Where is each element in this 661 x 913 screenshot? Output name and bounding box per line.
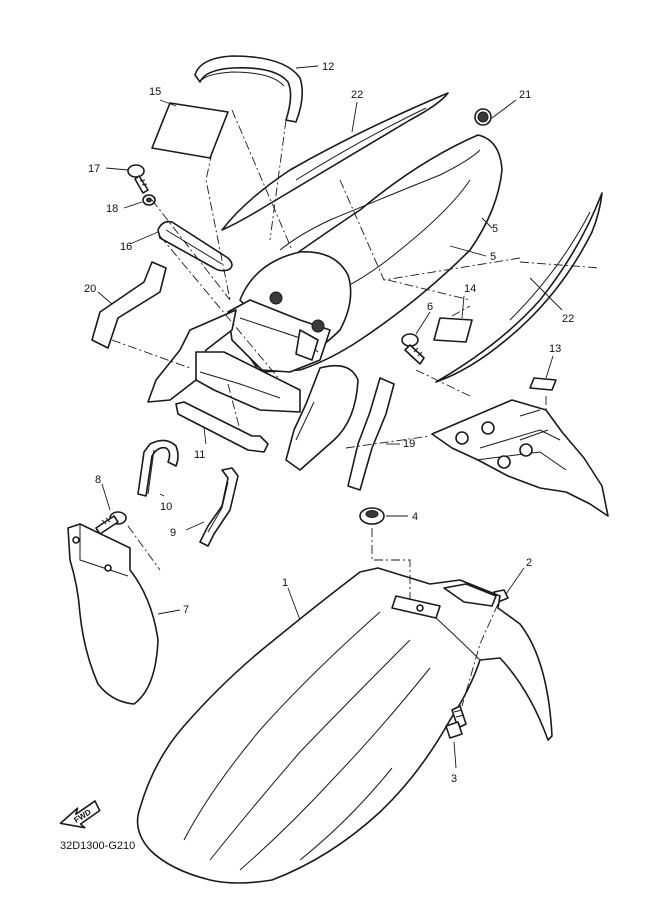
callout-labels: 12 15 22 21 17 18 16 5 5 20 14 6 22 13 1…	[84, 61, 574, 785]
part-8-bolt	[95, 511, 127, 535]
part-3-bolt	[445, 705, 467, 739]
callout-11: 11	[194, 449, 205, 461]
reference-lines	[111, 109, 601, 707]
mud-flap-assembly	[431, 399, 609, 517]
callout-15: 15	[149, 86, 161, 98]
callout-5-lower: 5	[490, 251, 496, 263]
callout-2: 2	[526, 557, 532, 569]
callout-5-upper: 5	[492, 223, 498, 235]
part-10-clip	[137, 439, 179, 497]
fwd-arrow-icon: FWD	[59, 800, 101, 829]
part-13-pad	[529, 377, 557, 391]
callout-1: 1	[282, 577, 288, 589]
callout-8: 8	[95, 474, 101, 486]
leader-lines	[97, 65, 563, 769]
callout-12: 12	[322, 61, 334, 73]
part-14-pad	[433, 317, 473, 343]
part-16-band	[157, 220, 233, 272]
part-7-mud-guard	[67, 523, 159, 705]
part-11-clamp	[175, 401, 269, 453]
part-4-grommet	[359, 507, 385, 525]
callout-18: 18	[106, 203, 118, 215]
part-22-graphic-lower	[435, 192, 603, 383]
callout-6: 6	[427, 301, 433, 313]
callout-4: 4	[412, 511, 418, 523]
callout-19: 19	[403, 438, 415, 450]
callout-22-lower: 22	[562, 313, 574, 325]
part-22-graphic-upper	[221, 92, 449, 231]
part-12-rear-grip	[194, 55, 304, 123]
part-18-washer	[142, 194, 156, 206]
drawing-code: 32D1300-G210	[60, 840, 135, 852]
callout-7: 7	[183, 604, 189, 616]
callout-10: 10	[160, 501, 172, 513]
part-19-bracket	[347, 377, 395, 491]
part-21-grommet	[474, 108, 492, 126]
callout-17: 17	[88, 163, 100, 175]
callout-13: 13	[549, 343, 561, 355]
callout-22-upper: 22	[351, 89, 363, 101]
part-17-screw	[127, 164, 149, 194]
part-6-bolt	[401, 333, 425, 365]
callout-9: 9	[170, 527, 176, 539]
callout-3: 3	[451, 773, 457, 785]
part-20-bracket	[91, 261, 167, 349]
rear-fender-skirt	[147, 309, 359, 471]
callout-14: 14	[464, 283, 476, 295]
callout-20: 20	[84, 283, 96, 295]
part-15-pad	[151, 102, 229, 159]
part-9-clip	[199, 467, 239, 547]
callout-16: 16	[120, 241, 132, 253]
part-1-front-fender	[136, 567, 553, 884]
part-5-rear-fender	[227, 134, 503, 373]
callout-21: 21	[519, 89, 531, 101]
